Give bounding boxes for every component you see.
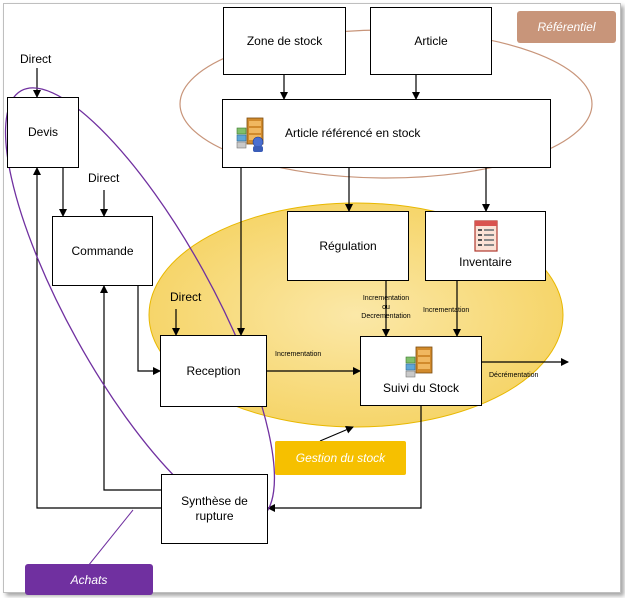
referentiel-tag: Référentiel: [517, 11, 616, 43]
article-box: Article: [370, 7, 492, 75]
achats-tag: Achats: [25, 564, 153, 595]
incr-ou-decr-line1: Incrementation: [362, 295, 410, 302]
decrementation-label: Décrémentation: [489, 372, 539, 379]
reception-label: Reception: [186, 363, 241, 378]
achats-pointer: [87, 509, 134, 567]
arrow-suivi-to-synthese: [267, 406, 422, 512]
incrementation-inventaire-label: Incrementation: [423, 307, 470, 314]
direct-label-reception: Direct: [170, 290, 202, 304]
incr-ou-decr-label: Incrementation ou Decrementation: [352, 294, 420, 321]
direct-label-devis: Direct: [20, 52, 52, 66]
inventaire-box: Inventaire: [425, 211, 546, 281]
gestion-du-stock-tag: Gestion du stock: [275, 441, 406, 475]
zone-de-stock-label: Zone de stock: [246, 33, 323, 48]
arrow-commande-to-reception: [137, 285, 161, 375]
reception-box: Reception: [160, 335, 267, 407]
synthese-de-rupture-box: Synthèse de rupture: [161, 474, 268, 544]
incrementation-reception-label: Incrementation: [275, 351, 322, 358]
arrow-synthese-to-commande: [100, 285, 161, 491]
devis-label: Devis: [27, 125, 58, 139]
synthese-label-line2: rupture: [195, 509, 234, 523]
article-reference-box: Article référencé en stock: [222, 99, 551, 168]
stock-shelf-icon: [235, 114, 269, 154]
direct-label-commande: Direct: [88, 171, 120, 185]
gestion-du-stock-tag-label: Gestion du stock: [295, 451, 386, 465]
commande-label: Commande: [71, 243, 134, 258]
zone-de-stock-box: Zone de stock: [223, 7, 346, 75]
devis-box: Devis: [7, 97, 79, 168]
article-label: Article: [414, 33, 448, 48]
regulation-box: Régulation: [287, 211, 409, 281]
arrow-gestion-pointer: [319, 426, 354, 442]
document-list-icon: [473, 219, 499, 253]
suivi-du-stock-label: Suivi du Stock: [382, 380, 460, 395]
arrow-synthese-to-devis: [33, 167, 161, 509]
suivi-du-stock-box: Suivi du Stock: [360, 336, 482, 406]
regulation-label: Régulation: [319, 238, 377, 253]
commande-box: Commande: [52, 216, 153, 286]
article-reference-label: Article référencé en stock: [285, 126, 421, 140]
inventaire-label: Inventaire: [459, 254, 512, 269]
synthese-label-line1: Synthèse de: [181, 494, 248, 508]
achats-tag-label: Achats: [70, 572, 108, 587]
incr-ou-decr-line2: ou: [382, 304, 390, 311]
referentiel-tag-label: Référentiel: [537, 20, 596, 34]
incr-ou-decr-line3: Decrementation: [361, 313, 411, 320]
stock-shelf-icon: [404, 345, 438, 381]
